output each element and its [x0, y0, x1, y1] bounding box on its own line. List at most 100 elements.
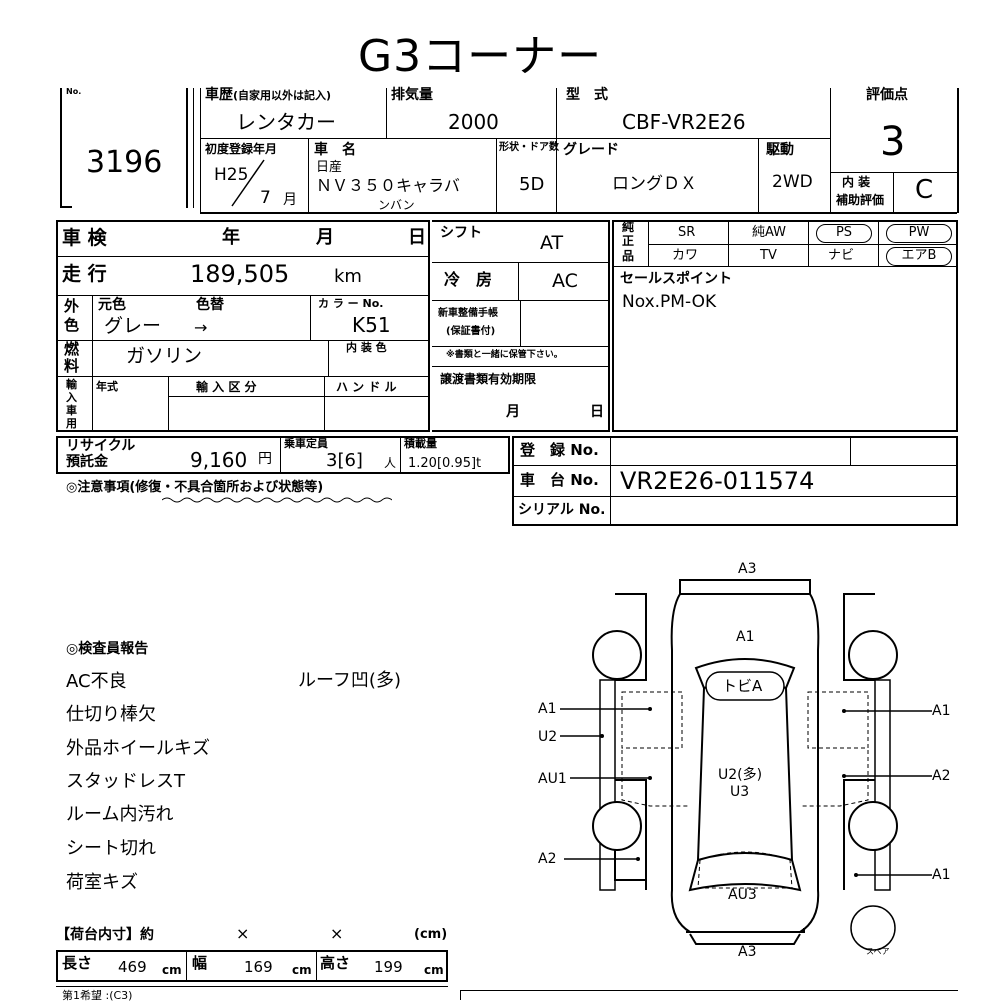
new-car-docs-note: ※書類と一緒に保管下さい。 — [446, 350, 563, 360]
cargo-height-label: 高さ — [320, 954, 351, 972]
import-label-4: 用 — [66, 417, 77, 430]
original-color-label: 元色 — [98, 297, 126, 313]
selling-points-value: Nox.PM-OK — [622, 292, 717, 312]
cargo-label: 【荷台内寸】約 — [56, 927, 154, 943]
repaint-arrow: → — [194, 318, 208, 337]
diagram-center-2: U3 — [730, 784, 750, 800]
import-label-1: 輸 — [66, 378, 77, 391]
repaint-label: 色替 — [196, 297, 224, 313]
selling-points-label: セールスポイント — [620, 271, 732, 287]
genuine-label-2: 正 — [622, 234, 635, 248]
top-info-grid — [200, 88, 959, 213]
grade-label: グレード — [563, 142, 619, 158]
import-handle-label: ハ ン ド ル — [336, 380, 397, 394]
capacity-unit: 人 — [384, 456, 397, 470]
equip-pw: PW — [886, 224, 952, 243]
score-label: 評価点 — [866, 87, 908, 103]
mileage-unit: km — [334, 266, 362, 287]
report-title: ◎検査員報告 — [66, 641, 149, 657]
genuine-label-3: 品 — [622, 249, 635, 263]
car-name-label: 車 名 — [314, 142, 356, 158]
model-type-value: CBF-VR2E26 — [622, 110, 746, 134]
first-reg-month: 7 — [260, 188, 271, 208]
report-item-6: シート切れ — [66, 838, 156, 859]
cargo-height: 199 — [374, 958, 403, 976]
new-car-docs-label-2: (保証書付) — [446, 326, 496, 337]
equip-sr: SR — [678, 225, 696, 240]
cargo-width-cm: cm — [292, 963, 312, 977]
report-item-2: 仕切り棒欠 — [66, 704, 156, 725]
equip-tv: TV — [760, 248, 777, 263]
equip-leather: カワ — [672, 248, 699, 263]
inspection-label: 車 検 — [62, 227, 107, 249]
lot-bracket — [60, 88, 72, 208]
ac-value: AC — [552, 270, 578, 292]
cargo-x2: × — [330, 924, 344, 943]
drive-value: 2WD — [772, 172, 813, 192]
transfer-docs-label: 譲渡書類有効期限 — [440, 372, 537, 386]
displacement-label: 排気量 — [391, 87, 433, 103]
import-year-label: 年式 — [96, 380, 118, 393]
car-name-value-2: ンバン — [378, 198, 415, 212]
recycle-label-2: 預託金 — [66, 454, 108, 470]
grade-value: ロングＤＸ — [612, 174, 697, 194]
transfer-docs-day: 日 — [590, 404, 604, 420]
caution-text: ◎注意事項(修復・不具合箇所および状態等) — [66, 480, 324, 495]
inspection-year: 年 — [222, 227, 240, 248]
diagram-right-3: A1 — [932, 867, 951, 883]
score-value: 3 — [880, 119, 906, 165]
inspection-month: 月 — [316, 227, 334, 248]
history-value: レンタカー — [236, 110, 336, 134]
first-reg-era: H25 — [214, 165, 249, 185]
doors-value: 5D — [519, 174, 545, 195]
fuel-value: ガソリン — [126, 345, 203, 367]
color-label-2: 色 — [64, 316, 80, 334]
cargo-height-cm: cm — [424, 963, 444, 977]
shift-block — [432, 220, 610, 432]
import-label-2: 入 — [66, 391, 77, 404]
recycle-value: 9,160 — [190, 448, 248, 472]
chassis-value: VR2E26-011574 — [620, 467, 815, 495]
equip-aw: 純AW — [752, 225, 787, 240]
cargo-x1: × — [236, 924, 250, 943]
mileage-label: 走 行 — [62, 263, 107, 285]
chassis-label: 車 台 No. — [520, 471, 599, 489]
diagram-left-2: U2 — [538, 729, 558, 745]
shift-label: シフト — [440, 225, 482, 241]
original-color-value: グレー — [104, 315, 162, 337]
cargo-dims-block — [56, 950, 448, 982]
cargo-width: 169 — [244, 958, 273, 976]
interior-color-label: 内 装 色 — [346, 341, 387, 354]
fuel-label-2: 料 — [64, 357, 80, 375]
displacement-value: 2000 — [448, 110, 499, 134]
cargo-length-cm: cm — [162, 963, 182, 977]
color-code-label: カ ラ ー No. — [318, 297, 384, 310]
lot-label: No. — [66, 87, 82, 96]
interior-label-1: 内 装 — [842, 175, 871, 189]
diagram-spare-label: スペア — [866, 947, 890, 956]
vehicle-diagram — [560, 579, 932, 951]
page-title: G3コーナー — [358, 31, 603, 82]
cargo-width-label: 幅 — [192, 954, 208, 972]
caution-wavy-underline — [162, 497, 392, 503]
drive-label: 駆動 — [766, 142, 794, 158]
diagram-front-label: A3 — [738, 561, 757, 577]
load-label: 積載量 — [404, 437, 437, 450]
car-maker: 日産 — [316, 160, 343, 175]
recycle-label-1: リサイクル — [66, 438, 136, 454]
report-item-roof: ルーフ凹(多) — [298, 670, 401, 691]
diagram-left-4: A2 — [538, 851, 557, 867]
equip-navi: ナビ — [828, 248, 855, 263]
new-car-docs-label-1: 新車整備手帳 — [438, 308, 498, 319]
interior-label-2: 補助評価 — [836, 193, 885, 207]
cargo-length: 469 — [118, 958, 147, 976]
first-reg-month-unit: 月 — [283, 192, 297, 208]
recycle-unit: 円 — [258, 451, 272, 467]
load-value: 1.20[0.95]t — [408, 456, 482, 471]
model-type-label: 型 式 — [566, 87, 608, 103]
fuel-label-1: 燃 — [64, 340, 80, 358]
interior-value: C — [915, 175, 934, 205]
report-item-1: AC不良 — [66, 671, 127, 692]
equip-airbag: エアB — [886, 247, 952, 266]
diagram-rear-label: A3 — [738, 944, 757, 960]
